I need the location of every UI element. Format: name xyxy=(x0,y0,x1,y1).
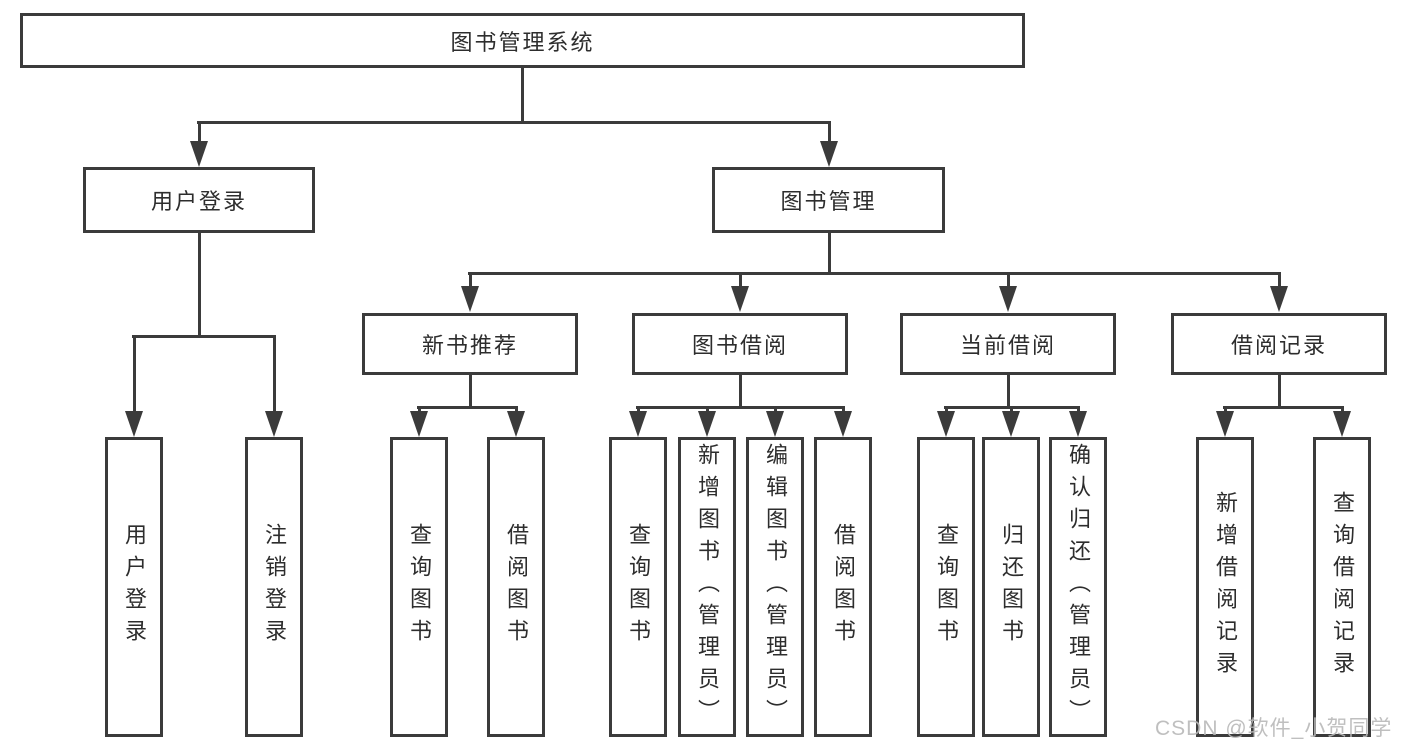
connector-line xyxy=(1224,406,1227,414)
connector-line xyxy=(637,406,640,414)
arrowhead-icon xyxy=(1069,411,1087,437)
connector-line xyxy=(133,335,136,413)
connector-line xyxy=(1278,272,1281,288)
arrowhead-icon xyxy=(265,411,283,437)
connector-line xyxy=(1077,406,1080,414)
arrowhead-icon xyxy=(1270,286,1288,312)
connector-line xyxy=(636,406,845,409)
leaf-query-books-recommend-label: 查询图书 xyxy=(407,523,432,651)
connector-line xyxy=(132,335,276,338)
leaf-add-borrow-record: 新增借阅记录 xyxy=(1196,437,1254,737)
arrowhead-icon xyxy=(410,411,428,437)
leaf-logout-label: 注销登录 xyxy=(262,523,287,651)
connector-line xyxy=(198,233,201,337)
arrowhead-icon xyxy=(1216,411,1234,437)
connector-line xyxy=(828,233,831,274)
arrowhead-icon xyxy=(766,411,784,437)
connector-line xyxy=(469,272,472,288)
node-root-label: 图书管理系统 xyxy=(450,29,595,55)
connector-line xyxy=(1278,375,1281,408)
leaf-return-book-label: 归还图书 xyxy=(999,523,1024,651)
connector-line xyxy=(945,406,948,414)
leaf-user-login: 用户登录 xyxy=(105,437,163,737)
arrowhead-icon xyxy=(461,286,479,312)
leaf-add-book-admin-label: 新增图书（管理员） xyxy=(695,443,720,731)
arrowhead-icon xyxy=(937,411,955,437)
leaf-logout: 注销登录 xyxy=(245,437,303,737)
node-book-management-label: 图书管理 xyxy=(780,189,877,214)
leaf-borrow-books-recommend-label: 借阅图书 xyxy=(504,523,529,651)
node-user-login: 用户登录 xyxy=(83,167,315,233)
leaf-query-books-current-label: 查询图书 xyxy=(934,523,959,651)
arrowhead-icon xyxy=(820,141,838,167)
leaf-edit-book-admin: 编辑图书（管理员） xyxy=(746,437,804,737)
leaf-return-book: 归还图书 xyxy=(982,437,1040,737)
node-user-login-label: 用户登录 xyxy=(150,189,247,214)
watermark-text: CSDN @软件_小贺同学 xyxy=(1155,717,1393,740)
arrowhead-icon xyxy=(629,411,647,437)
connector-line xyxy=(418,406,421,414)
leaf-query-books-recommend: 查询图书 xyxy=(390,437,448,737)
arrowhead-icon xyxy=(190,141,208,167)
connector-line xyxy=(739,375,742,408)
arrowhead-icon xyxy=(999,286,1017,312)
arrowhead-icon xyxy=(507,411,525,437)
leaf-add-borrow-record-label: 新增借阅记录 xyxy=(1213,491,1238,683)
leaf-borrow-books-borrowing-label: 借阅图书 xyxy=(831,523,856,651)
connector-line xyxy=(469,375,472,408)
arrowhead-icon xyxy=(834,411,852,437)
connector-line xyxy=(417,406,518,409)
connector-line xyxy=(197,121,831,124)
arrowhead-icon xyxy=(731,286,749,312)
connector-line xyxy=(468,272,1281,275)
connector-line xyxy=(1341,406,1344,414)
connector-line xyxy=(1223,406,1344,409)
connector-line xyxy=(521,68,524,122)
connector-line xyxy=(774,406,777,414)
leaf-confirm-return-admin: 确认归还（管理员） xyxy=(1049,437,1107,737)
connector-line xyxy=(1010,406,1013,414)
leaf-confirm-return-admin-label: 确认归还（管理员） xyxy=(1066,443,1091,731)
node-borrow-records-label: 借阅记录 xyxy=(1230,333,1327,358)
leaf-user-login-label: 用户登录 xyxy=(122,523,147,651)
node-new-book-recommend: 新书推荐 xyxy=(362,313,578,375)
connector-line xyxy=(739,272,742,288)
leaf-query-books-borrowing-label: 查询图书 xyxy=(626,523,651,651)
connector-line xyxy=(515,406,518,414)
node-borrow-records: 借阅记录 xyxy=(1171,313,1387,375)
leaf-edit-book-admin-label: 编辑图书（管理员） xyxy=(763,443,788,731)
node-new-book-recommend-label: 新书推荐 xyxy=(421,333,518,358)
arrowhead-icon xyxy=(698,411,716,437)
connector-line xyxy=(1007,272,1010,288)
arrowhead-icon xyxy=(125,411,143,437)
leaf-query-borrow-record-label: 查询借阅记录 xyxy=(1330,491,1355,683)
leaf-add-book-admin: 新增图书（管理员） xyxy=(678,437,736,737)
connector-line xyxy=(706,406,709,414)
leaf-borrow-books-recommend: 借阅图书 xyxy=(487,437,545,737)
connector-line xyxy=(1007,375,1010,408)
node-root: 图书管理系统 xyxy=(20,13,1025,68)
node-current-borrowing: 当前借阅 xyxy=(900,313,1116,375)
leaf-query-books-current: 查询图书 xyxy=(917,437,975,737)
connector-line xyxy=(273,335,276,413)
connector-line xyxy=(842,406,845,414)
arrowhead-icon xyxy=(1333,411,1351,437)
leaf-query-books-borrowing: 查询图书 xyxy=(609,437,667,737)
node-book-borrowing-label: 图书借阅 xyxy=(691,333,788,358)
connector-line xyxy=(828,121,831,143)
arrowhead-icon xyxy=(1002,411,1020,437)
connector-line xyxy=(198,121,201,143)
node-current-borrowing-label: 当前借阅 xyxy=(959,333,1056,358)
leaf-query-borrow-record: 查询借阅记录 xyxy=(1313,437,1371,737)
node-book-management: 图书管理 xyxy=(712,167,945,233)
leaf-borrow-books-borrowing: 借阅图书 xyxy=(814,437,872,737)
node-book-borrowing: 图书借阅 xyxy=(632,313,848,375)
